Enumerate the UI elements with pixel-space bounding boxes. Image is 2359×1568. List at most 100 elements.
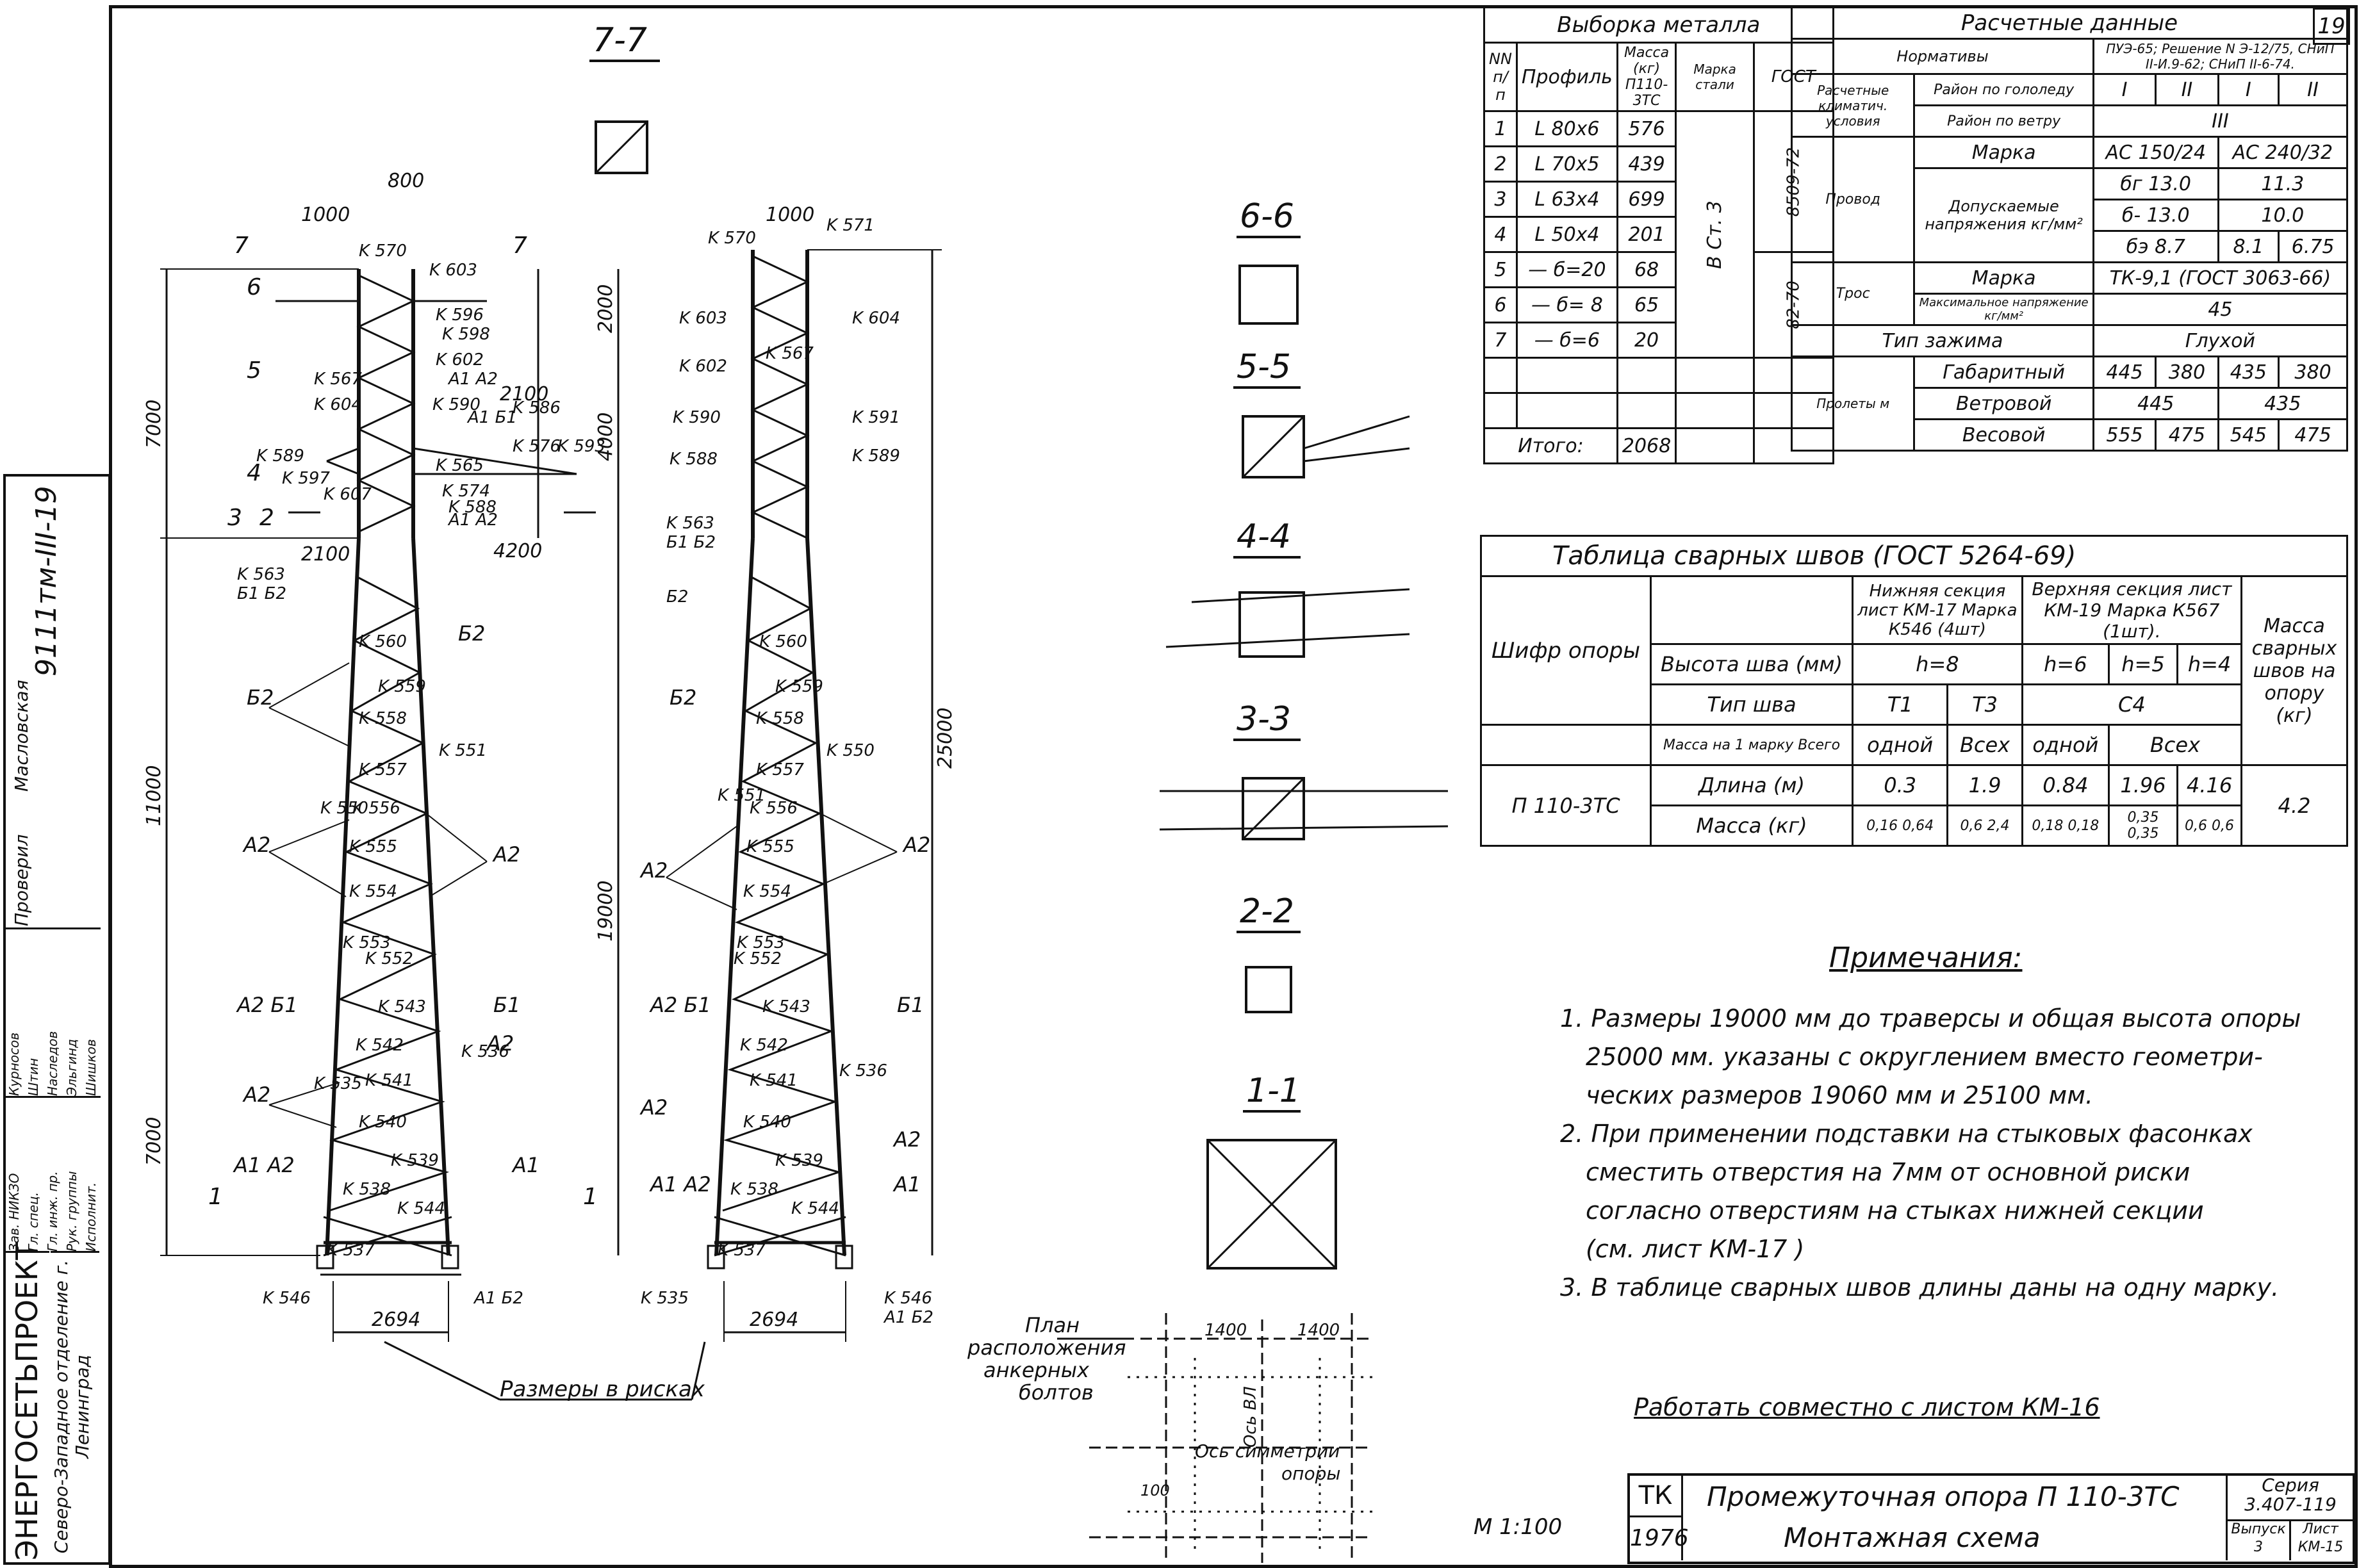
weld-type1: Т1	[1851, 683, 1949, 726]
metal-table: Выборка металла NN п/п Профиль Масса (кг…	[1483, 6, 1834, 464]
weld-upper: Верхняя секция лист КМ-19 Марка К567 (1ш…	[2021, 575, 2243, 645]
right-tower-member-label: Б1 Б2	[666, 533, 716, 552]
dim-2694-right: 2694	[750, 1309, 798, 1331]
dim-1000-right: 1000	[766, 204, 814, 226]
right-tower-member-label: K 590	[673, 408, 721, 427]
weld-cipher: П 110-3ТС	[1480, 764, 1652, 847]
metal-row-mass: 576	[1616, 110, 1677, 147]
metal-grade: В Ст. 3	[1675, 110, 1755, 359]
dim-2100-left: 2100	[301, 543, 350, 566]
side-name: Эльгинд	[64, 1039, 79, 1096]
dim-7000-top: 7000	[143, 400, 165, 448]
right-tower-member-label: K 589	[852, 446, 900, 466]
note-line: согласно отверстиям на стыках нижней сек…	[1586, 1196, 2204, 1225]
right-tower-member-label: K 541	[750, 1071, 798, 1090]
calc-wind: III	[2092, 104, 2349, 138]
metal-row-mass: 68	[1616, 251, 1677, 288]
callout-a1-r: A1	[892, 1172, 921, 1196]
dim-2100-right: 2100	[500, 383, 548, 405]
left-tower-member-label: K 550	[320, 799, 368, 818]
weld-total-mass: 4.2	[2240, 764, 2348, 847]
calc-s-minus: б- 13.0	[2092, 199, 2219, 232]
title-name-2: Монтажная схема	[1784, 1522, 2041, 1553]
side-dept: Северо-Западное отделение г. Ленинград	[51, 1251, 99, 1560]
right-tower-member-label: K 602	[679, 357, 727, 376]
calc-stress-label: Допускаемые напряжения кг/мм²	[1913, 167, 2094, 263]
calc-climate-label: Расчетные климатич. условия	[1790, 73, 1916, 138]
right-tower-member-label: K 551	[718, 786, 766, 805]
section-2: 2	[259, 505, 274, 531]
metal-row-profile: L 70x5	[1515, 145, 1618, 183]
anchor-plan-title-2: расположения	[967, 1335, 1126, 1360]
right-tower-member-label: K 543	[762, 997, 810, 1017]
metal-row-n: 7	[1483, 322, 1518, 359]
left-tower-member-label: A1 A2	[447, 510, 498, 530]
left-tower-member-label: K 597	[282, 469, 330, 488]
calc-cable-label: Трос	[1790, 261, 1916, 326]
weld-mass-label: Масса (кг)	[1650, 804, 1854, 847]
weld-one-2: одной	[2021, 724, 2110, 766]
metal-row-profile: — б=20	[1515, 251, 1618, 288]
calc-ice-3: I	[2217, 73, 2280, 106]
right-tower-member-label: K 537	[718, 1241, 766, 1260]
left-tower-member-label: K 567	[314, 370, 362, 389]
calc-ice-4: II	[2278, 73, 2348, 106]
callout-a2: A2	[242, 833, 270, 857]
weld-type3: С4	[2021, 683, 2243, 726]
calc-norms-label: Нормативы	[1791, 38, 2094, 75]
note-line: 25000 мм. указаны с округлением вместо г…	[1586, 1043, 2263, 1071]
metal-col-mass: Масса (кг)П110-3ТС	[1616, 42, 1677, 112]
right-tower-member-label: K 557	[756, 760, 804, 780]
weld-total-label: Всего	[1798, 737, 1841, 753]
weld-m10: 0,6	[2212, 817, 2235, 834]
calc-maxstress: 45	[2092, 293, 2349, 326]
calc-weight-3: 545	[2217, 418, 2280, 452]
calc-gab-1: 445	[2092, 355, 2157, 389]
dim-7000-bottom: 7000	[143, 1117, 165, 1166]
right-tower-member-label: K 538	[730, 1180, 778, 1199]
anchor-axis-sym: Ось симметрии	[1195, 1441, 1340, 1462]
dim-4000: 4000	[595, 412, 617, 461]
weld-m6: 0,18	[2067, 817, 2100, 834]
title-year: 1976	[1630, 1517, 1689, 1560]
weld-one-1: одной	[1851, 724, 1949, 766]
weld-len-3: 0.84	[2021, 764, 2110, 806]
side-role: Гл. инж. пр.	[45, 1171, 60, 1252]
left-tower-member-label: K 588	[448, 498, 497, 517]
metal-table-title: Выборка металла	[1483, 6, 1834, 44]
metal-row-n: 2	[1483, 145, 1518, 183]
right-tower-member-label: K 588	[670, 450, 718, 469]
left-tower-member-label: K 537	[327, 1241, 375, 1260]
left-tower-member-label: K 560	[359, 632, 407, 651]
calc-windspan-1: 445	[2092, 387, 2219, 420]
callout-b1: Б1	[493, 993, 520, 1017]
section-7-left: 7	[234, 233, 249, 259]
left-tower-member-label: K 538	[343, 1180, 391, 1199]
left-tower-member-label: K 603	[429, 261, 477, 280]
calc-s-e: бэ 8.7	[2092, 230, 2219, 263]
title-block: ТК 1976 Промежуточная опора П 110-3ТС Мо…	[1627, 1473, 2355, 1564]
callout-a2-lower: A2	[242, 1082, 270, 1107]
weld-m1: 0,16	[1866, 817, 1898, 834]
left-tower-member-label: K 542	[356, 1036, 404, 1055]
calc-s-r2: 11.3	[2217, 167, 2349, 200]
notes-list: 1. Размеры 19000 мм до траверсы и общая …	[1560, 999, 2301, 1307]
anchor-dim-1400-b: 1400	[1297, 1321, 1340, 1340]
weld-m9: 0,6	[2185, 817, 2208, 834]
left-tower-member-label: K 570	[359, 241, 407, 261]
side-name: Шишков	[83, 1039, 99, 1096]
side-role: Исполнит.	[83, 1182, 99, 1252]
calc-wire-brand1: АС 150/24	[2092, 136, 2219, 169]
metal-row-mass: 439	[1616, 145, 1677, 183]
note-line: 3. В таблице сварных швов длины даны на …	[1560, 1273, 2280, 1302]
right-tower-member-label: K 558	[756, 709, 804, 728]
left-tower-member-label: K 589	[256, 446, 304, 466]
right-tower-member-label: A1 Б2	[883, 1308, 933, 1327]
weld-h2: h=6	[2021, 643, 2110, 685]
metal-row-n: 4	[1483, 216, 1518, 253]
calc-windspan-label: Ветровой	[1913, 387, 2094, 420]
note-line: ческих размеров 19060 мм и 25100 мм.	[1586, 1081, 2093, 1109]
